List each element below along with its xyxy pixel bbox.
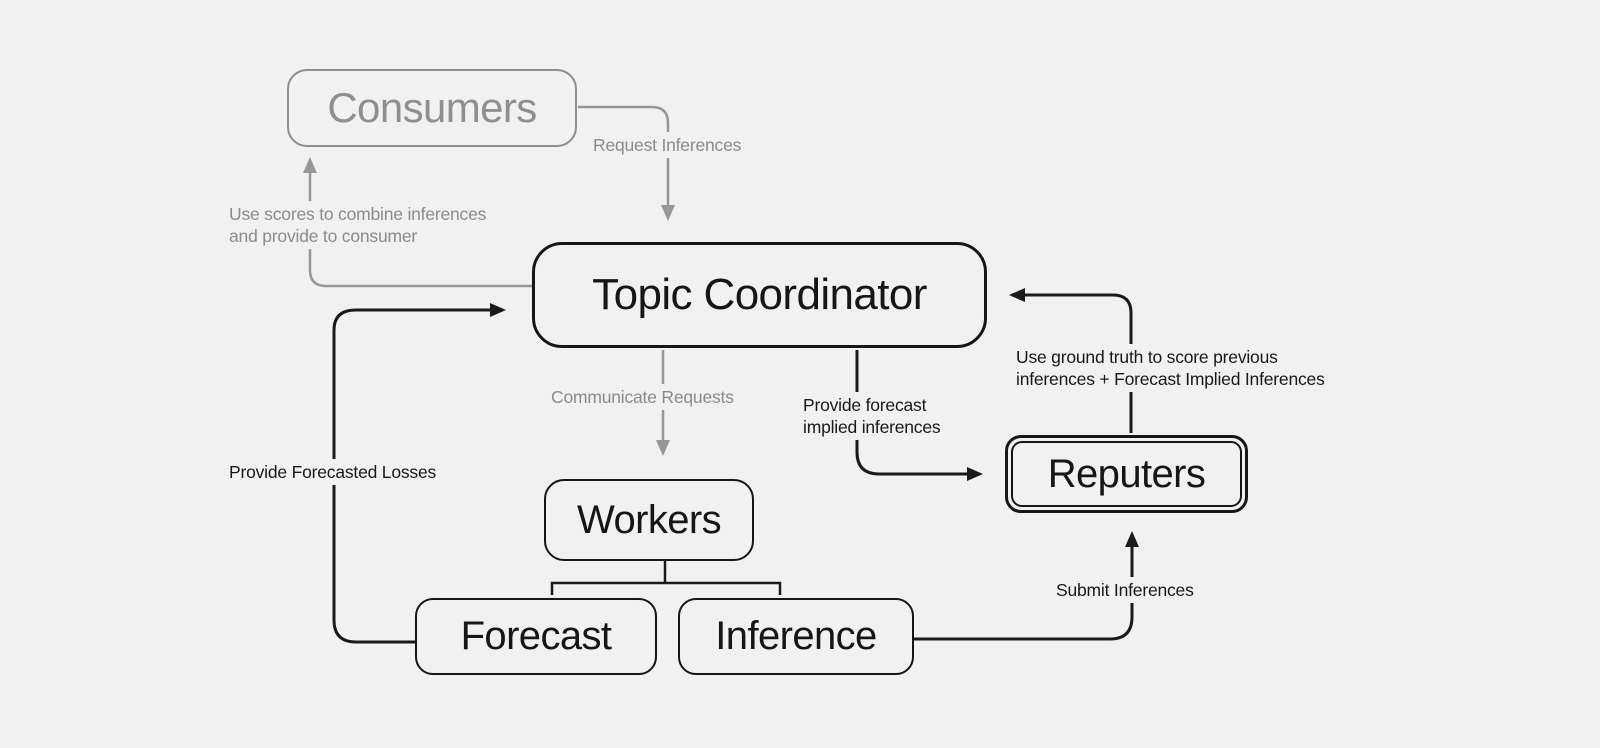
edge-label-provide-forecast-implied: Provide forecast implied inferences — [800, 392, 944, 440]
edge-label-use-ground-truth: Use ground truth to score previous infer… — [1013, 344, 1328, 392]
edge-provide-forecast-implied-path — [855, 350, 983, 481]
node-forecast-label: Forecast — [460, 614, 612, 658]
edge-label-submit-inferences: Submit Inferences — [1053, 577, 1197, 603]
node-consumers: Consumers — [287, 69, 577, 147]
node-reputers: Reputers — [1005, 435, 1248, 513]
node-workers-label: Workers — [577, 497, 722, 542]
edge-workers-split-path — [550, 561, 782, 595]
node-topic-coordinator-label: Topic Coordinator — [592, 270, 927, 319]
edge-label-provide-forecasted-losses: Provide Forecasted Losses — [226, 459, 440, 485]
node-inference-label: Inference — [715, 614, 877, 658]
edge-submit-inferences-path — [914, 531, 1139, 641]
edge-use-ground-truth-path — [1009, 288, 1133, 433]
edge-use-scores-path — [303, 157, 532, 288]
node-consumers-label: Consumers — [327, 84, 537, 131]
edge-request-inferences-path — [578, 105, 675, 221]
edge-label-communicate-requests: Communicate Requests — [548, 384, 737, 410]
node-reputers-label: Reputers — [1047, 451, 1206, 496]
edge-label-request-inferences: Request Inferences — [590, 132, 745, 158]
edge-label-use-scores: Use scores to combine inferences and pro… — [226, 201, 490, 249]
node-reputers-inner-border: Reputers — [1011, 441, 1242, 507]
node-inference: Inference — [678, 598, 914, 675]
node-workers: Workers — [544, 479, 754, 561]
node-forecast: Forecast — [415, 598, 657, 675]
node-topic-coordinator: Topic Coordinator — [532, 242, 987, 348]
